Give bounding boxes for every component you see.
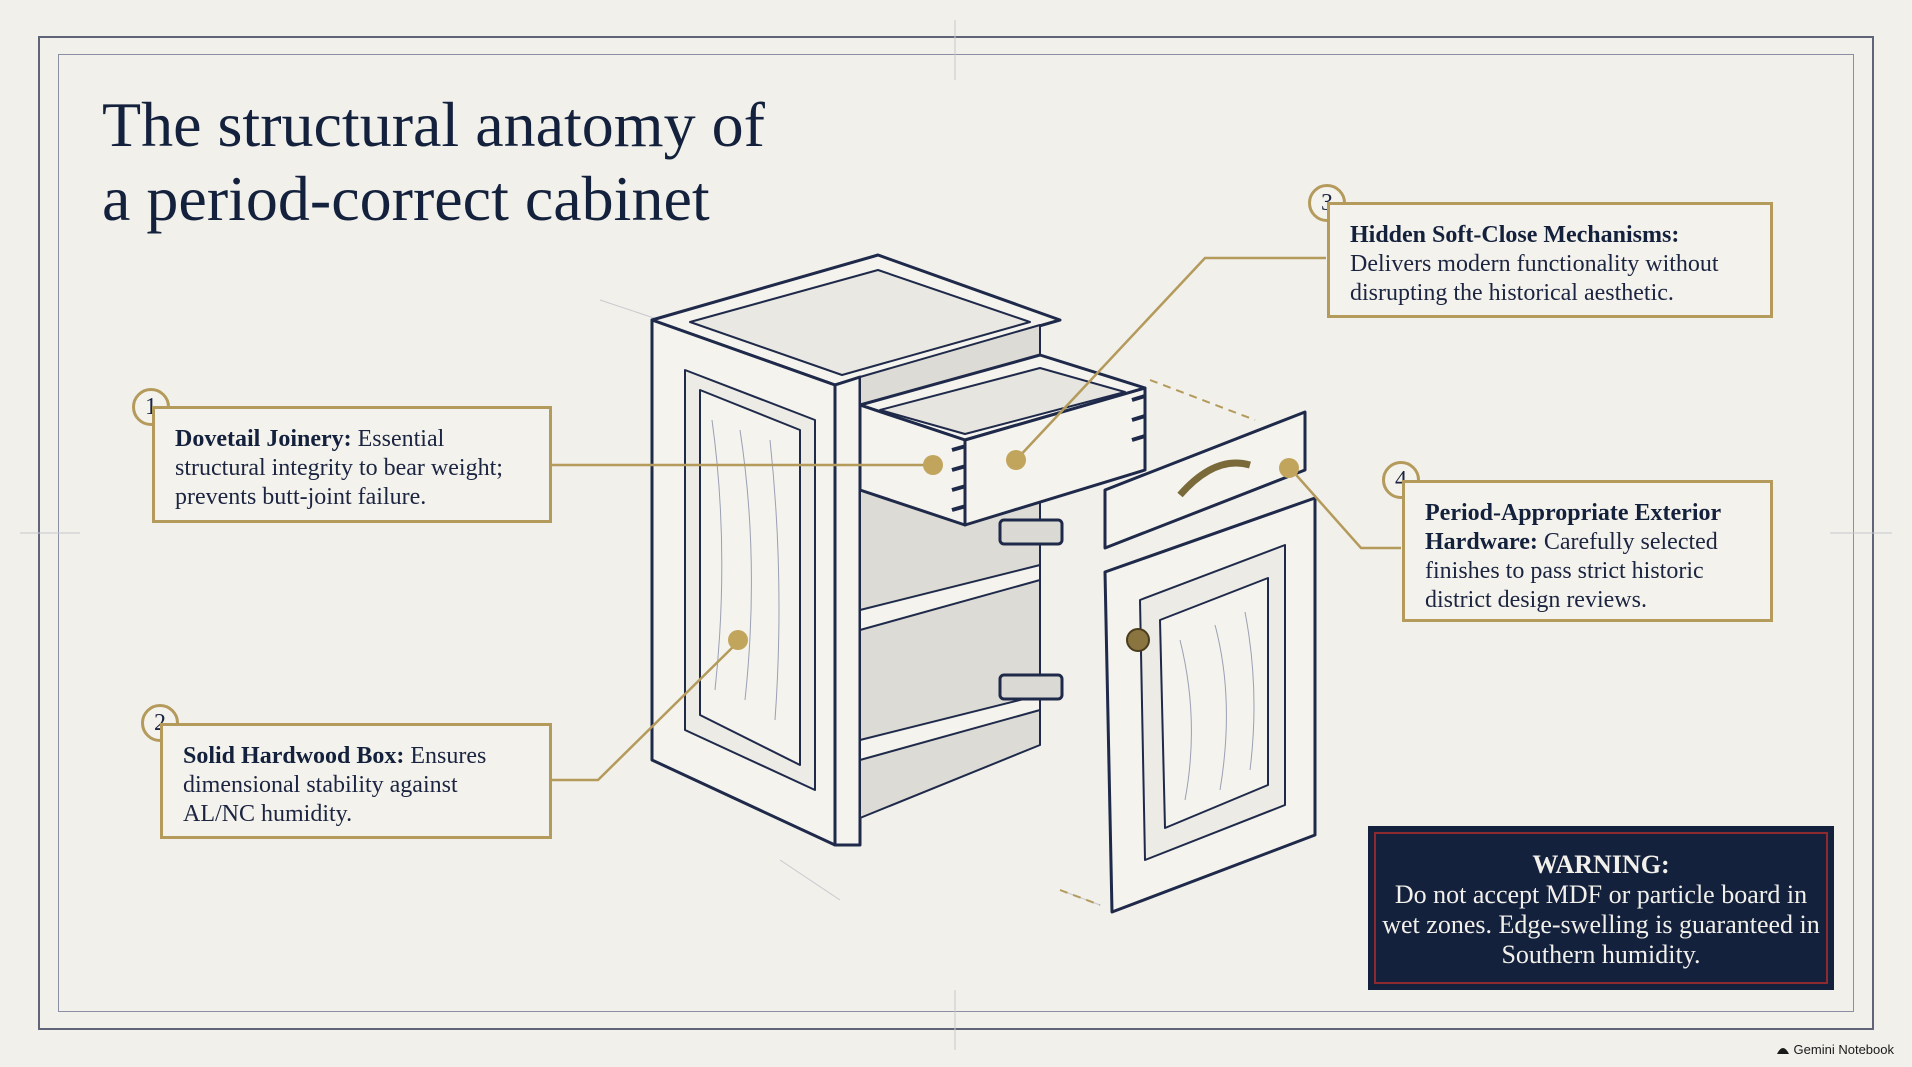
callout-4-text: Carefully selected finishes to pass stri… bbox=[1425, 529, 1718, 613]
callout-1-text: Essential structural integrity to bear w… bbox=[175, 426, 503, 510]
page-title: The structural anatomy of a period-corre… bbox=[102, 88, 862, 236]
title-line-2: a period-correct cabinet bbox=[102, 163, 710, 234]
callout-solid-hardwood-box: Solid Hardwood Box: Ensures dimensional … bbox=[160, 723, 552, 839]
callout-3-text: Delivers modern functionality without di… bbox=[1350, 251, 1719, 306]
brand-mark: Gemini Notebook bbox=[1776, 1042, 1894, 1057]
warning-box: WARNING: Do not accept MDF or particle b… bbox=[1368, 826, 1834, 990]
callout-1-heading: Dovetail Joinery: bbox=[175, 426, 358, 452]
callout-3-heading: Hidden Soft-Close Mechanisms: bbox=[1350, 222, 1680, 248]
callout-2-heading: Solid Hardwood Box: bbox=[183, 743, 411, 769]
title-line-1: The structural anatomy of bbox=[102, 89, 765, 160]
warning-text: Do not accept MDF or particle board in w… bbox=[1382, 880, 1820, 969]
callout-soft-close-mechanisms: Hidden Soft-Close Mechanisms: Delivers m… bbox=[1327, 202, 1773, 318]
warning-inner: WARNING: Do not accept MDF or particle b… bbox=[1374, 832, 1828, 984]
callout-2-text: Ensures dimensional stability against AL… bbox=[183, 743, 487, 827]
brand-icon bbox=[1776, 1047, 1789, 1054]
callout-4-heading: Period-Appropriate Exterior Hardware: bbox=[1425, 500, 1721, 555]
callout-dovetail-joinery: Dovetail Joinery: Essential structural i… bbox=[152, 406, 552, 523]
warning-title: WARNING: bbox=[1532, 850, 1670, 879]
brand-label: Gemini Notebook bbox=[1793, 1042, 1894, 1057]
callout-exterior-hardware: Period-Appropriate Exterior Hardware: Ca… bbox=[1402, 480, 1773, 622]
